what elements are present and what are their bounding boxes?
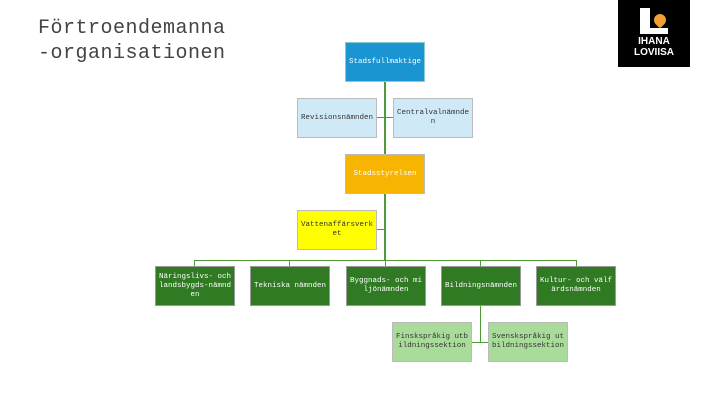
title-line-2: -organisationen xyxy=(38,42,226,65)
water-connector xyxy=(377,229,385,230)
ihana-loviisa-logo: IHANA LOVIISA xyxy=(618,0,690,67)
section-connector xyxy=(480,306,481,343)
node-committee-education: Bildningsnämnden xyxy=(441,266,521,306)
node-audit: Revisionsnämnden xyxy=(297,98,377,138)
node-committee-building: Byggnads- och miljönämnden xyxy=(346,266,426,306)
node-council: Stadsfullmaktige xyxy=(345,42,425,82)
title-line-1: Förtroendemanna xyxy=(38,17,226,40)
section-bus xyxy=(472,342,488,343)
logo-l-shape xyxy=(640,8,650,34)
drop-1 xyxy=(194,260,195,266)
node-water: Vattenaffärsverket xyxy=(297,210,377,250)
drop-5 xyxy=(576,260,577,266)
node-committee-business: Näringslivs- och landsbygds-nämnden xyxy=(155,266,235,306)
node-section-swedish: Svenskspråkig utbildningssektion xyxy=(488,322,568,362)
drop-4 xyxy=(480,260,481,266)
logo-l-base xyxy=(640,28,668,34)
node-committee-culture: Kultur- och välfärdsnämnden xyxy=(536,266,616,306)
drop-2 xyxy=(289,260,290,266)
node-committee-technical: Tekniska nämnden xyxy=(250,266,330,306)
node-board: Stadsstyrelsen xyxy=(345,154,425,194)
slide-title: Förtroendemanna -organisationen xyxy=(38,16,226,66)
node-election: Centralvalnämnden xyxy=(393,98,473,138)
logo-text-2: LOVIISA xyxy=(633,47,674,58)
node-section-finnish: Finskspråkig utbildningssektion xyxy=(392,322,472,362)
audit-connector xyxy=(377,117,393,118)
drop-3 xyxy=(385,260,386,266)
heart-icon xyxy=(651,11,669,29)
logo-text-1: IHANA xyxy=(638,36,670,47)
